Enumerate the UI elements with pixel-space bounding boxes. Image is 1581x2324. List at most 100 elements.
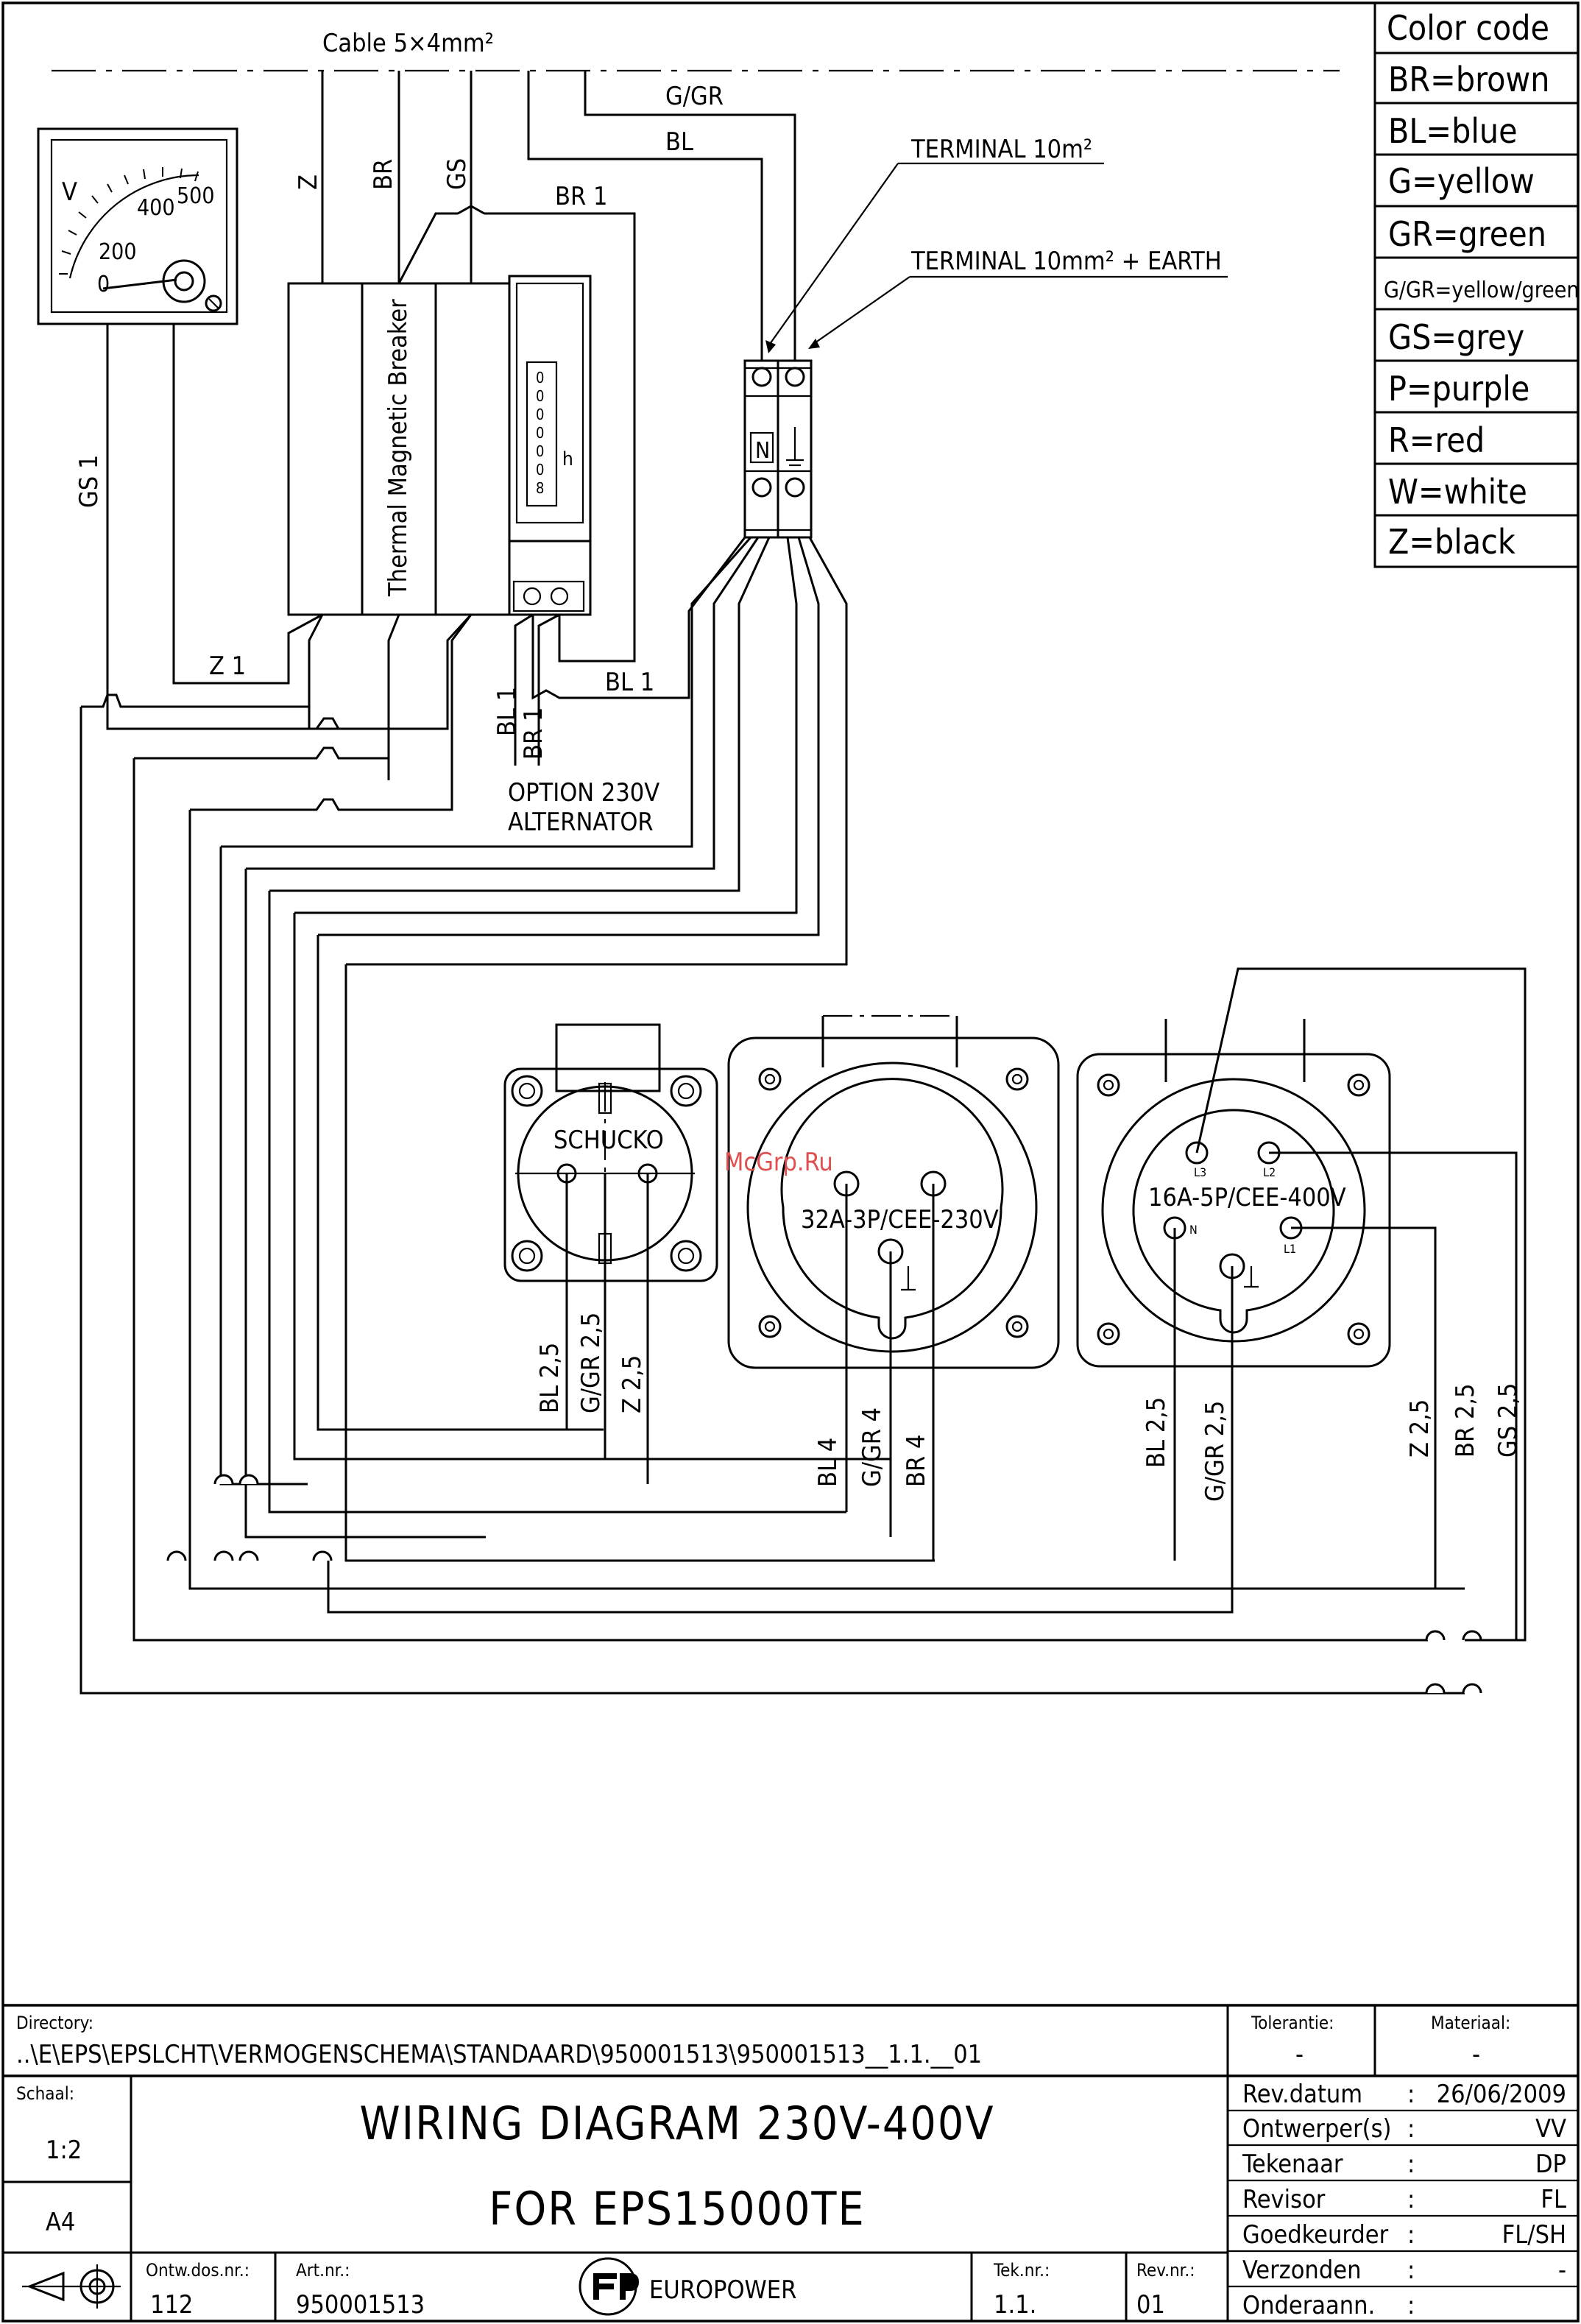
- rev-row-value-5: FL/SH: [1502, 2220, 1566, 2250]
- wire-label-bl1-top: BL 1: [605, 668, 654, 697]
- schucko-label: SCHUCKO: [553, 1126, 664, 1155]
- wire-label-bl: BL: [665, 127, 693, 157]
- tek-label: Tek.nr.:: [993, 2260, 1050, 2281]
- voltmeter: [37, 127, 238, 325]
- rev-row-value-2: VV: [1535, 2114, 1566, 2144]
- hour-counter-digits: 0 0 0 0 0 0 8: [536, 369, 544, 497]
- color-code-item-2: BL=blue: [1388, 111, 1518, 151]
- drawing-title-line1: WIRING DIAGRAM 230V-400V: [359, 2097, 994, 2150]
- ontw-value: 112: [150, 2290, 193, 2320]
- hour-digit-1: 0: [536, 369, 544, 386]
- wire-label-z: Z: [294, 174, 323, 190]
- wire-label-br1-v: BR 1: [519, 707, 548, 760]
- cee-230-wire-ggr: G/GR 4: [857, 1408, 887, 1487]
- cee-400-pin-l2: L2: [1263, 1165, 1276, 1179]
- rev-row-sep-6: :: [1407, 2256, 1415, 2285]
- color-code-item-1: BR=brown: [1388, 60, 1550, 99]
- material-value: -: [1472, 2040, 1480, 2069]
- title-block: [3, 2004, 1578, 2321]
- hour-digit-7: 8: [536, 479, 544, 497]
- rev-row-label-4: Revisor: [1242, 2185, 1326, 2214]
- cable-wires: [321, 71, 796, 663]
- directory-label: Directory:: [16, 2013, 93, 2033]
- cee-400-label: 16A-5P/CEE-400V: [1148, 1183, 1346, 1212]
- rev-row-label-6: Verzonden: [1242, 2256, 1361, 2285]
- cee-400-wire-br: BR 2,5: [1451, 1383, 1480, 1458]
- scale-value: 1:2: [46, 2136, 82, 2165]
- rev-label: Rev.nr.:: [1136, 2260, 1195, 2281]
- hour-digit-6: 0: [536, 461, 544, 478]
- color-code-item-3: G=yellow: [1388, 161, 1535, 201]
- cee-230-wire-bl: BL 4: [813, 1438, 843, 1487]
- cee-230-wires: [845, 1184, 935, 1561]
- wire-label-br: BR: [369, 159, 398, 190]
- revision-rows: Rev.datum : 26/06/2009 Ontwerper(s) : VV…: [1242, 2080, 1566, 2320]
- terminal-10-label: TERMINAL 10m²: [910, 135, 1092, 164]
- rev-row-sep-7: :: [1407, 2291, 1415, 2320]
- color-code-item-5: G/GR=yellow/green: [1384, 278, 1579, 303]
- wire-label-gs1: GS 1: [74, 455, 104, 508]
- art-label: Art.nr.:: [296, 2260, 350, 2281]
- cee-400-pin-l3: L3: [1194, 1165, 1206, 1179]
- color-code-table: [1373, 1, 1580, 568]
- color-code-item-6: GS=grey: [1388, 317, 1524, 357]
- hour-digit-5: 0: [536, 442, 544, 460]
- hour-counter: [508, 275, 592, 616]
- drawing-title-line2: FOR EPS15000TE: [489, 2182, 865, 2236]
- art-value: 950001513: [296, 2290, 425, 2320]
- color-code-item-4: GR=green: [1388, 214, 1546, 254]
- voltmeter-scale-200: 200: [99, 239, 137, 265]
- rev-row-label-7: Onderaann.: [1242, 2291, 1375, 2320]
- terminal-neutral-mark: N: [755, 438, 770, 464]
- voltmeter-scale-500: 500: [177, 183, 215, 209]
- terminal-block: [743, 359, 813, 539]
- rev-row-value-6: -: [1558, 2256, 1566, 2285]
- wire-label-gs: GS: [442, 158, 472, 190]
- distribution-wires: [79, 537, 1465, 1695]
- schucko-wires: [565, 1173, 649, 1484]
- cable-label: Cable 5×4mm²: [322, 29, 494, 58]
- cee-230-socket: [727, 1014, 1060, 1369]
- directory-value: ..\E\EPS\EPSLCHT\VERMOGENSCHEMA\STANDAAR…: [16, 2040, 982, 2069]
- rev-value: 01: [1136, 2290, 1165, 2320]
- wire-label-br1: BR 1: [555, 182, 607, 211]
- schucko-wire-z: Z 2,5: [618, 1355, 647, 1413]
- rev-row-value-3: DP: [1535, 2150, 1566, 2179]
- tolerance-value: -: [1295, 2040, 1304, 2069]
- voltmeter-unit: V: [62, 177, 77, 207]
- hour-counter-unit: h: [562, 448, 573, 470]
- color-code-item-7: P=purple: [1388, 369, 1529, 409]
- option-note-line2: ALTERNATOR: [508, 808, 654, 837]
- rev-row-sep-3: :: [1407, 2150, 1415, 2179]
- wire-crossings: [166, 1474, 1482, 1694]
- rev-row-label-1: Rev.datum: [1242, 2080, 1362, 2109]
- europower-logo-icon: [579, 2257, 639, 2316]
- hour-digit-2: 0: [536, 387, 544, 405]
- cee-230-label: 32A-3P/CEE-230V: [801, 1205, 999, 1235]
- tek-value: 1.1.: [994, 2290, 1036, 2320]
- rev-row-sep-4: :: [1407, 2185, 1415, 2214]
- cee-400-pin-n: N: [1189, 1223, 1198, 1237]
- color-code-item-10: Z=black: [1388, 522, 1515, 562]
- tolerance-label: Tolerantie:: [1251, 2013, 1334, 2033]
- rev-row-label-2: Ontwerper(s): [1242, 2114, 1392, 2144]
- rev-row-label-3: Tekenaar: [1242, 2150, 1343, 2179]
- cee-400-pin-l1: L1: [1284, 1242, 1296, 1256]
- schucko-wire-bl: BL 2,5: [535, 1343, 565, 1413]
- rev-row-value-4: FL: [1541, 2185, 1566, 2214]
- breaker-label: Thermal Magnetic Breaker: [383, 299, 413, 597]
- wire-label-bl1-v: BL 1: [492, 687, 522, 736]
- hour-digit-4: 0: [536, 424, 544, 442]
- color-code-item-9: W=white: [1388, 472, 1527, 512]
- cee-230-wire-br: BR 4: [902, 1435, 931, 1487]
- projection-symbol-icon: [22, 2264, 121, 2309]
- cee-400-wire-ggr: G/GR 2,5: [1200, 1401, 1230, 1502]
- ontw-label: Ontw.dos.nr.:: [146, 2260, 250, 2281]
- rev-row-sep-5: :: [1407, 2220, 1415, 2250]
- scale-label: Schaal:: [16, 2083, 74, 2104]
- company-name: EUROPOWER: [649, 2275, 796, 2305]
- schucko-wire-ggr: G/GR 2,5: [576, 1313, 606, 1413]
- color-code-item-8: R=red: [1388, 420, 1485, 460]
